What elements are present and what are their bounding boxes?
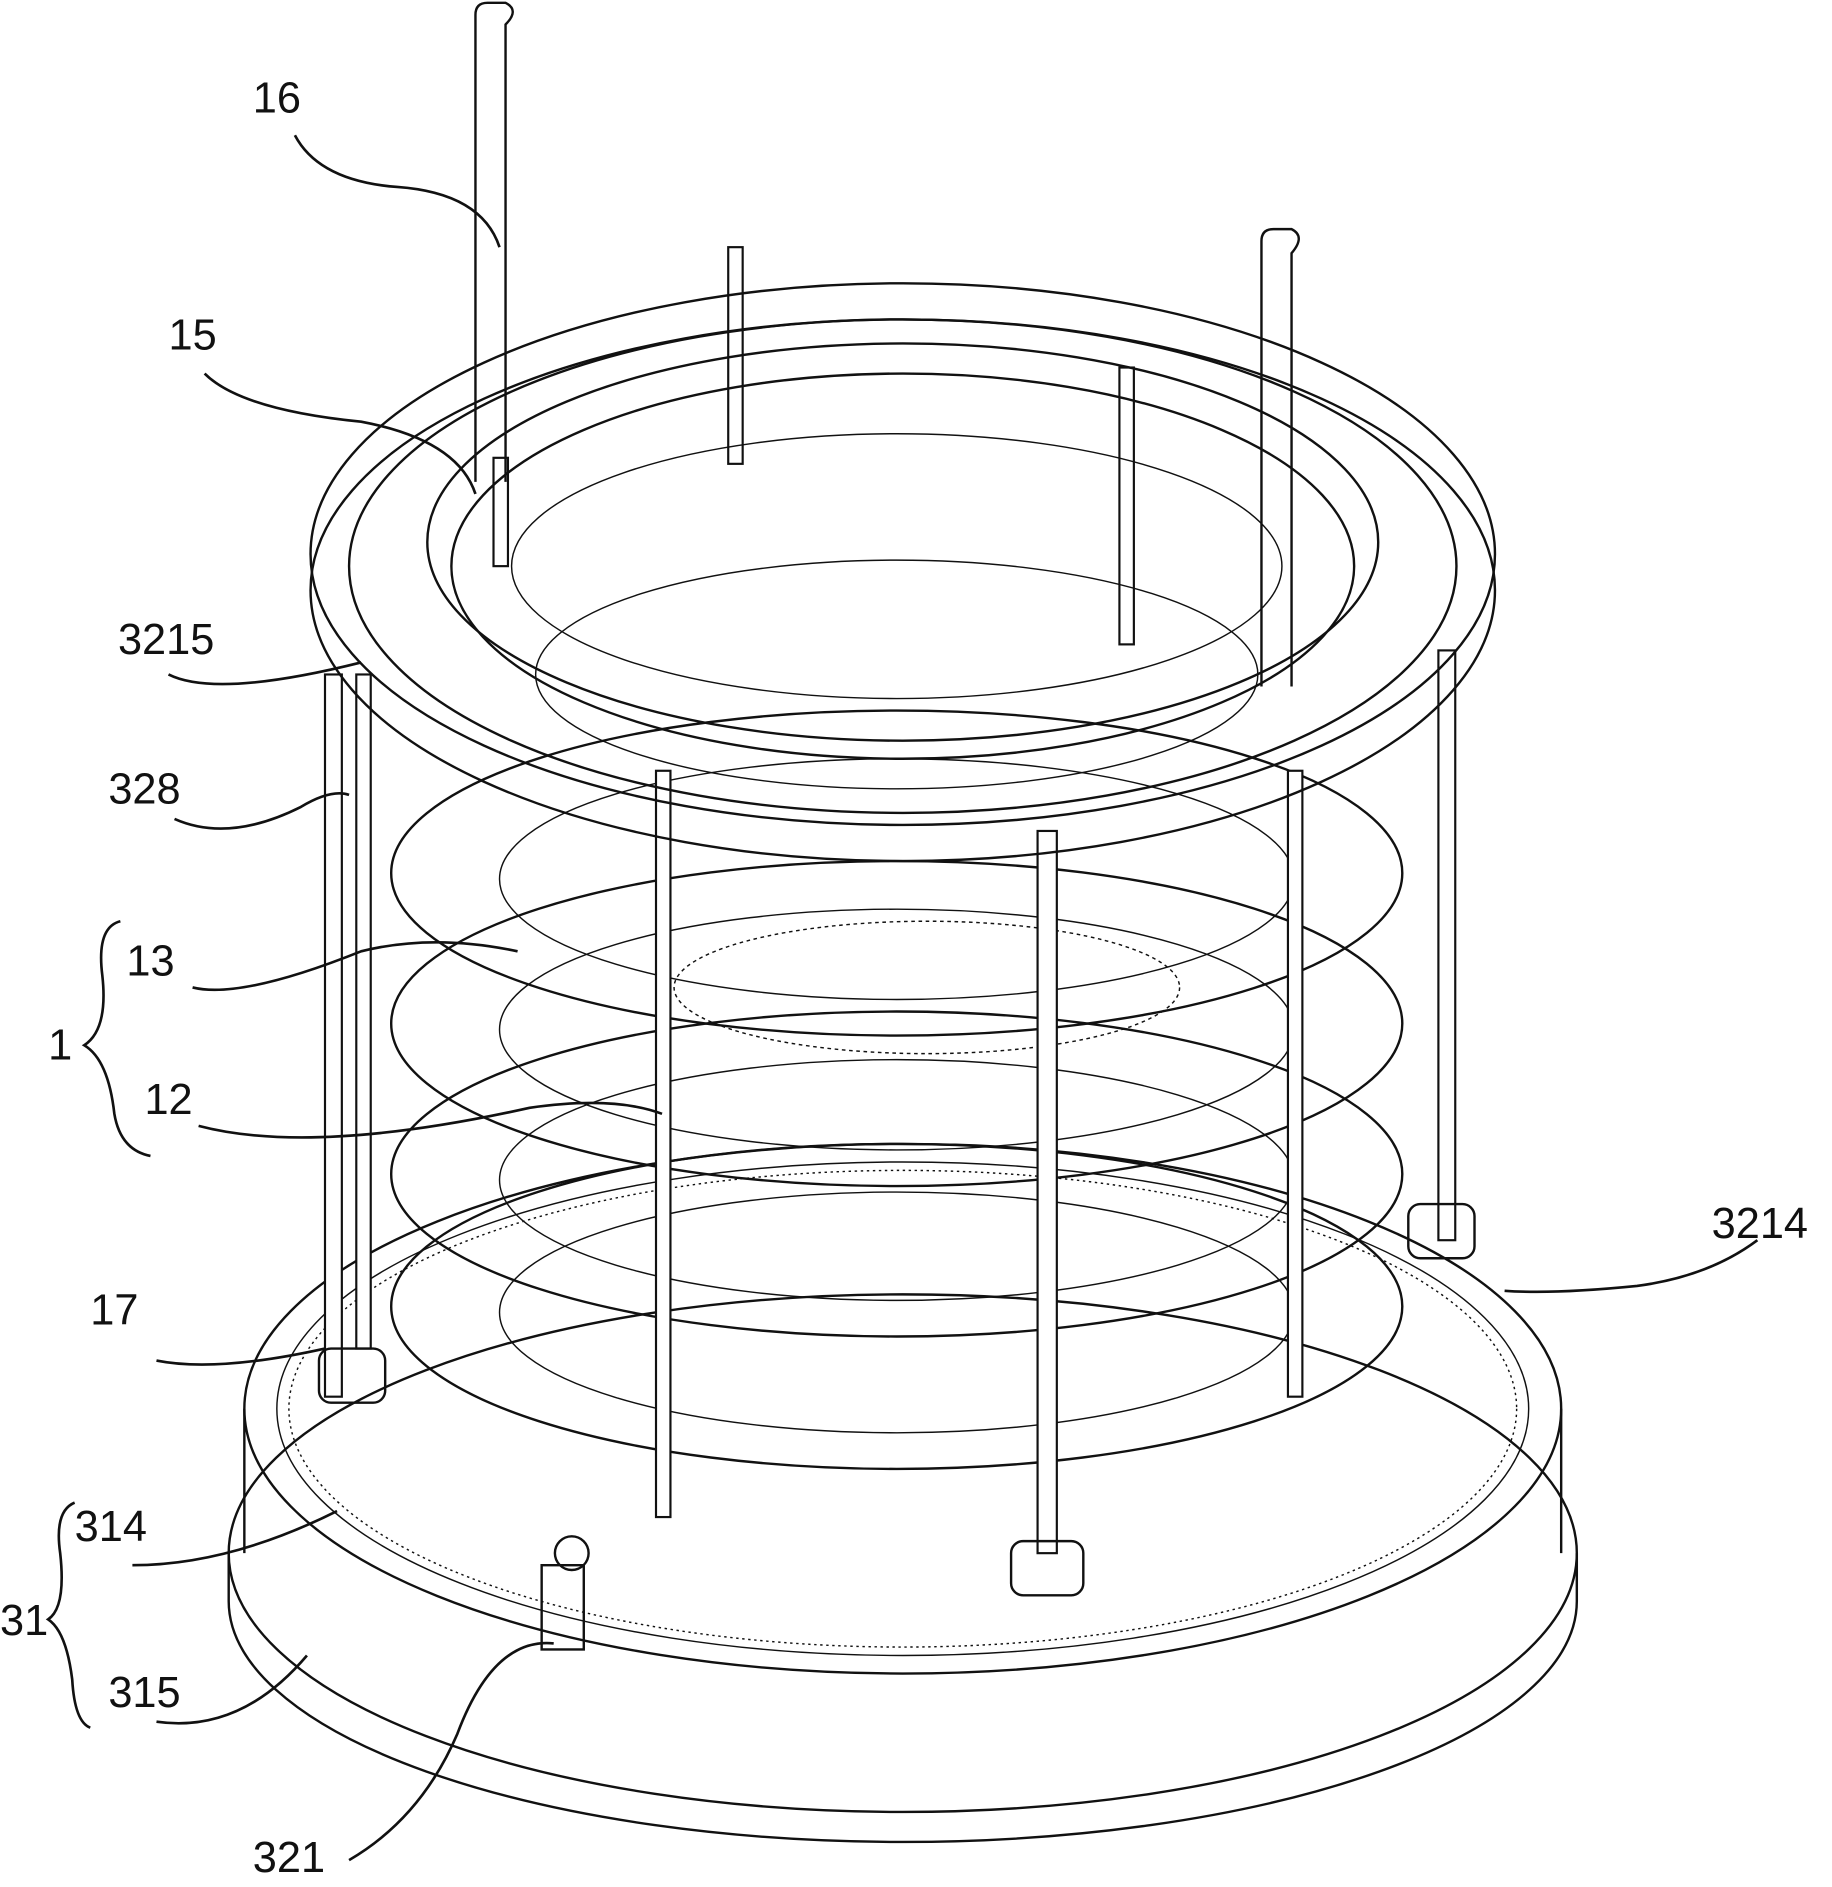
label-1: 1 [48,1022,72,1070]
label-315: 315 [108,1669,180,1717]
label-31: 31 [0,1597,48,1645]
base-drum [229,1144,1577,1842]
label-321: 321 [253,1834,325,1882]
label-328: 328 [108,765,180,813]
label-17: 17 [90,1286,138,1334]
leader-lines [48,135,1757,1860]
support-rods [325,247,1455,1553]
label-16: 16 [253,74,301,122]
top-rings [311,283,1495,861]
label-12: 12 [144,1076,192,1124]
label-314: 314 [75,1503,147,1551]
label-13: 13 [126,937,174,985]
label-15: 15 [169,311,217,359]
label-3215: 3215 [118,616,214,664]
label-3214: 3214 [1712,1200,1808,1248]
reference-labels: 16 15 3215 328 13 1 12 17 314 31 315 321… [0,74,1808,1882]
